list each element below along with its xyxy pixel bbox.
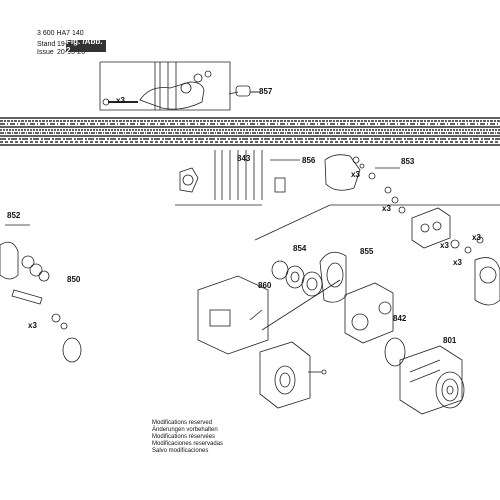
callout-843: 843 <box>237 154 251 163</box>
modifications-line: Modificaciones reservadas <box>152 441 224 447</box>
ring-854-b <box>285 265 305 289</box>
issue-value: 20-05-26 <box>57 49 86 56</box>
modifications-line: Salvo modificaciones <box>152 448 209 454</box>
right-pump-head <box>411 207 451 249</box>
cover-855 <box>319 251 347 303</box>
part-857 <box>235 85 251 97</box>
left-cylinder-head <box>0 241 19 280</box>
modifications-notice: Modifications reserved Änderungen vorbeh… <box>152 420 223 455</box>
callout-855: 855 <box>360 247 374 256</box>
motor-block <box>344 282 394 344</box>
qty-label: x3 <box>351 170 360 179</box>
modifications-line: Modifications réservées <box>152 434 216 440</box>
o-ring-850 <box>62 337 82 363</box>
callout-857: 857 <box>259 87 273 96</box>
ring-854-a <box>271 260 289 280</box>
issue-label: Issue <box>37 49 54 56</box>
qty-label: x3 <box>472 233 481 242</box>
housing-860-upper <box>197 275 269 355</box>
right-housing <box>474 257 500 306</box>
stand-value: 19-05 <box>57 41 75 49</box>
qty-label: x3 <box>440 241 449 250</box>
callout-852: 852 <box>7 211 21 220</box>
ring-854-c <box>301 271 323 297</box>
callout-854: 854 <box>293 244 307 253</box>
upper-assembly-frame <box>99 61 231 111</box>
callout-801: 801 <box>443 336 457 345</box>
housing-860-lower <box>259 341 311 409</box>
part-856-assembly <box>324 154 361 191</box>
callout-856: 856 <box>302 156 316 165</box>
callout-850: 850 <box>67 275 81 284</box>
doc-number: 3 600 HA7 140 <box>37 30 84 37</box>
modifications-line: Modifications reserved <box>152 420 213 426</box>
qty-label: x3 <box>453 258 462 267</box>
scan-noise-band <box>0 117 500 146</box>
piston-rod <box>11 289 43 305</box>
figure-label: Fig. /Abb. 2 <box>66 37 106 55</box>
upper-gear-housing <box>139 81 205 110</box>
qty-label: x3 <box>382 204 391 213</box>
callout-860: 860 <box>258 281 272 290</box>
callout-842: 842 <box>393 314 407 323</box>
callout-853: 853 <box>401 157 415 166</box>
part-843-body <box>179 167 199 193</box>
modifications-line: Änderungen vorbehalten <box>152 427 218 433</box>
qty-label: x3 <box>116 96 125 105</box>
stand-label: Stand <box>37 41 56 48</box>
o-ring-842 <box>384 337 406 367</box>
qty-label: x3 <box>28 321 37 330</box>
